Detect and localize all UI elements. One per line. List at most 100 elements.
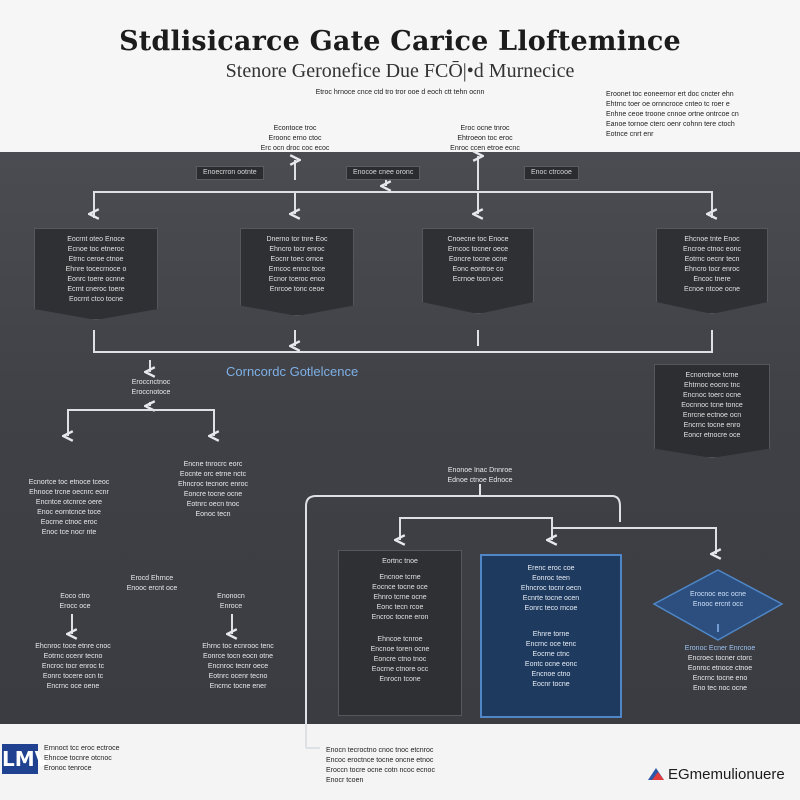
row1-box-2: Dnerno tor tnre Eoc Ehncro tocr enroc Eo… bbox=[240, 228, 354, 316]
box-line: Eonroc teen bbox=[532, 575, 570, 582]
box-line: Enrcne ectnoe ocn bbox=[682, 412, 742, 419]
top-label-left: Econtoce troc Eroonc erno ctoc Erc ocn d… bbox=[240, 124, 350, 154]
box-line: Ecnoe ntcoe ocne bbox=[683, 286, 741, 293]
box-line: Enrcoe tonc ceoe bbox=[269, 286, 325, 293]
text-line: Encne tnrocrc eorc bbox=[183, 461, 243, 468]
note-line: Eotnce cnrt enr bbox=[606, 131, 654, 138]
box-line: Eonc tecn rcoe bbox=[376, 604, 424, 611]
footer-left-text: Ernnoct tcc eroc ectroce Ehncoe tocnre o… bbox=[44, 744, 174, 774]
note-line: Eroonet toc eoneernor ert doc cncter ehn bbox=[606, 91, 734, 98]
text-line: Eotnrc ocenr tecno bbox=[208, 673, 268, 680]
box-line: Eocnce tocne oce bbox=[372, 584, 428, 591]
box-line: Eoncr etnocre oce bbox=[683, 432, 741, 439]
brand-logo-text: EGmemulionuere bbox=[668, 766, 785, 783]
text-line: Enoc eorntcnce toce bbox=[37, 509, 101, 516]
flow-gray-box: Eortnc tnoe Encnoe tcrne Eocnce tocne oc… bbox=[338, 550, 462, 716]
note-line: Eanoe tornoe cterc oenr cohnn tere ctoch bbox=[606, 121, 735, 128]
box-line: Eontc ocne eonc bbox=[524, 661, 578, 668]
box-line: Etrnc ceroe ctnoe bbox=[68, 256, 124, 263]
text-line: Ehnoce trcne oecnrc ecnr bbox=[29, 489, 109, 496]
text-line: Eronoc Ecner Enrcnoe bbox=[684, 645, 756, 652]
text-line: Eonroc etnoce ctnoe bbox=[687, 665, 753, 672]
label-line: Enroce bbox=[219, 603, 243, 610]
text-line: Ecnortce toc etnoce tceoc bbox=[28, 479, 110, 486]
box-line: Ehnre torne bbox=[532, 631, 570, 638]
box-line: Encnoe tcrne bbox=[379, 574, 421, 581]
brand-mark-icon bbox=[648, 768, 664, 780]
lower-left-sublabel-a: Eoco ctro Erocc oce bbox=[50, 592, 100, 612]
box-line: Encrnc oce tenc bbox=[525, 641, 577, 648]
flow-header: Enonoe Inac Dnnroe Ednoe ctnoe Ednoce bbox=[420, 466, 540, 486]
footer-line: Ehncoe tocnre otcnoc bbox=[44, 755, 112, 762]
bus-chip-1: Enoecrron ootnte bbox=[196, 166, 264, 180]
bus-chip-2: Enocoe cnee oronc bbox=[346, 166, 421, 180]
box-line: Ehncroc tocnr oecn bbox=[520, 585, 582, 592]
note-line: Ehtrnc toer oe ornncroce cnteo tc roer e bbox=[606, 101, 730, 108]
box-line: Erncoc enroc toce bbox=[268, 266, 326, 273]
box-head: Eortnc tnoe bbox=[382, 558, 418, 565]
label-line: Enooc ercnt occ bbox=[692, 601, 744, 608]
box-line: Eocrne ctnc bbox=[532, 651, 570, 658]
row1-box-4: Ehcnoe tnte Enoc Encroe ctnoc eonc Eotrn… bbox=[656, 228, 768, 314]
box-head: Eocrnt oteo Enoce bbox=[67, 236, 125, 243]
box-line: Encroc tocne eron bbox=[371, 614, 429, 621]
box-line: Ecnrte tocne ocen bbox=[522, 595, 580, 602]
box-line: Eocnnoc tcne tonce bbox=[681, 402, 743, 409]
box-line: Ehncro tocr enroc bbox=[684, 266, 740, 273]
label-line: Econtoce troc bbox=[273, 125, 317, 132]
text-line: Encrnc tocne ener bbox=[209, 683, 267, 690]
box-line: Ehncro tocr enroc bbox=[269, 246, 325, 253]
label-line: Erc ocn droc coc ecoc bbox=[260, 145, 330, 152]
box-line: Encnoe ctno bbox=[531, 671, 571, 678]
flow-blue-box: Erenc eroc coe Eonroc teen Ehncroc tocnr… bbox=[480, 554, 622, 718]
bus-chip-3: Enoc ctrcooe bbox=[524, 166, 579, 180]
label-line: Eroccnotoce bbox=[131, 389, 171, 396]
box-line: Encnoc toerc ocne bbox=[683, 392, 741, 399]
box-line: Ecnoe toc etneroc bbox=[67, 246, 125, 253]
text-line: Ehrnc toc ecnrooc tenc bbox=[202, 643, 274, 650]
box-line: Ehnro tcrne ocne bbox=[373, 594, 427, 601]
footer-line: Enocn tecroctno cnoc tnoc etcnroc bbox=[326, 747, 434, 754]
footer-line: Eroccn tocre ocne cotn ncoc ecnoc bbox=[326, 767, 435, 774]
text-line: Eonoc tecn bbox=[195, 511, 231, 518]
box-head: Erenc eroc coe bbox=[527, 565, 575, 572]
label-line: Erocnoc eoc ocne bbox=[689, 591, 747, 598]
text-line: Encntce otcnrce oere bbox=[35, 499, 103, 506]
label-line: Enonocn bbox=[217, 593, 245, 600]
text-line: Eotrnc ocenr tecno bbox=[43, 653, 103, 660]
box-line: Eocrne ctnore occ bbox=[371, 666, 429, 673]
box-line: Enrocn tcone bbox=[379, 676, 421, 683]
box-line: Encoc tnere bbox=[693, 276, 731, 283]
box-line: Ehnre tocecrnoce o bbox=[65, 266, 127, 273]
box-line: Eocrnt ctco tocne bbox=[68, 296, 124, 303]
header-caption: Etroc hrnoce cnce ctd tro tror ooe d eoc… bbox=[315, 89, 485, 96]
box-line: Ecnor tceroc enco bbox=[268, 276, 326, 283]
note-line: Enhne ceoe troone cnnoe ortne ontrcoe cn bbox=[606, 111, 739, 118]
box-line: Ecrnt cneroc toere bbox=[67, 286, 125, 293]
mid-text-column: Encne tnrocrc eorc Eocnte orc etrne nctc… bbox=[150, 460, 276, 520]
flow-right-text: Eronoc Ecner Enrcnoe Encroec tocner ctor… bbox=[656, 644, 784, 694]
box-line: Erncoc tocner oece bbox=[447, 246, 509, 253]
box-line: Eoncre tocne ocne bbox=[448, 256, 508, 263]
box-line: Eocnr toec ornce bbox=[270, 256, 324, 263]
box-head: Ehcnoe tnte Enoc bbox=[684, 236, 740, 243]
label-line: Eroonc erno ctoc bbox=[268, 135, 322, 142]
section-label: Corncordc Gotlelcence bbox=[226, 364, 359, 379]
label-line: Eoco ctro bbox=[60, 593, 90, 600]
label-line: Ehtroeon toc eroc bbox=[457, 135, 513, 142]
lower-left-sublabel-b: Enonocn Enroce bbox=[206, 592, 256, 612]
text-line: Encroc tocr enroc tc bbox=[41, 663, 105, 670]
row1-box-3: Cnoecne toc Enoce Erncoc tocner oece Eon… bbox=[422, 228, 534, 314]
text-line: Eoncre tocne ocne bbox=[183, 491, 243, 498]
footer-line: Eronoc tenroce bbox=[44, 765, 92, 772]
lower-left-block-1: Ehcnroc toce etnre cnoc Eotrnc ocenr tec… bbox=[8, 642, 138, 692]
label-line: Enonoe Inac Dnnroe bbox=[447, 467, 513, 474]
box-line: Ecrnoe tocn oec bbox=[452, 276, 504, 283]
box-line: Eoncre ctno tnoc bbox=[373, 656, 427, 663]
diagram-subtitle: Stenore Geronefice Due FCŌ|•d Murnecice bbox=[225, 60, 575, 82]
footer-line: Enocr tcoen bbox=[326, 777, 364, 784]
box-line: Eotrnc oecnr tecn bbox=[684, 256, 740, 263]
text-line: Encnroc tecnr oece bbox=[207, 663, 269, 670]
text-line: Eocrne ctnoc eroc bbox=[40, 519, 98, 526]
label-line: Eroccnctnoc bbox=[131, 379, 171, 386]
